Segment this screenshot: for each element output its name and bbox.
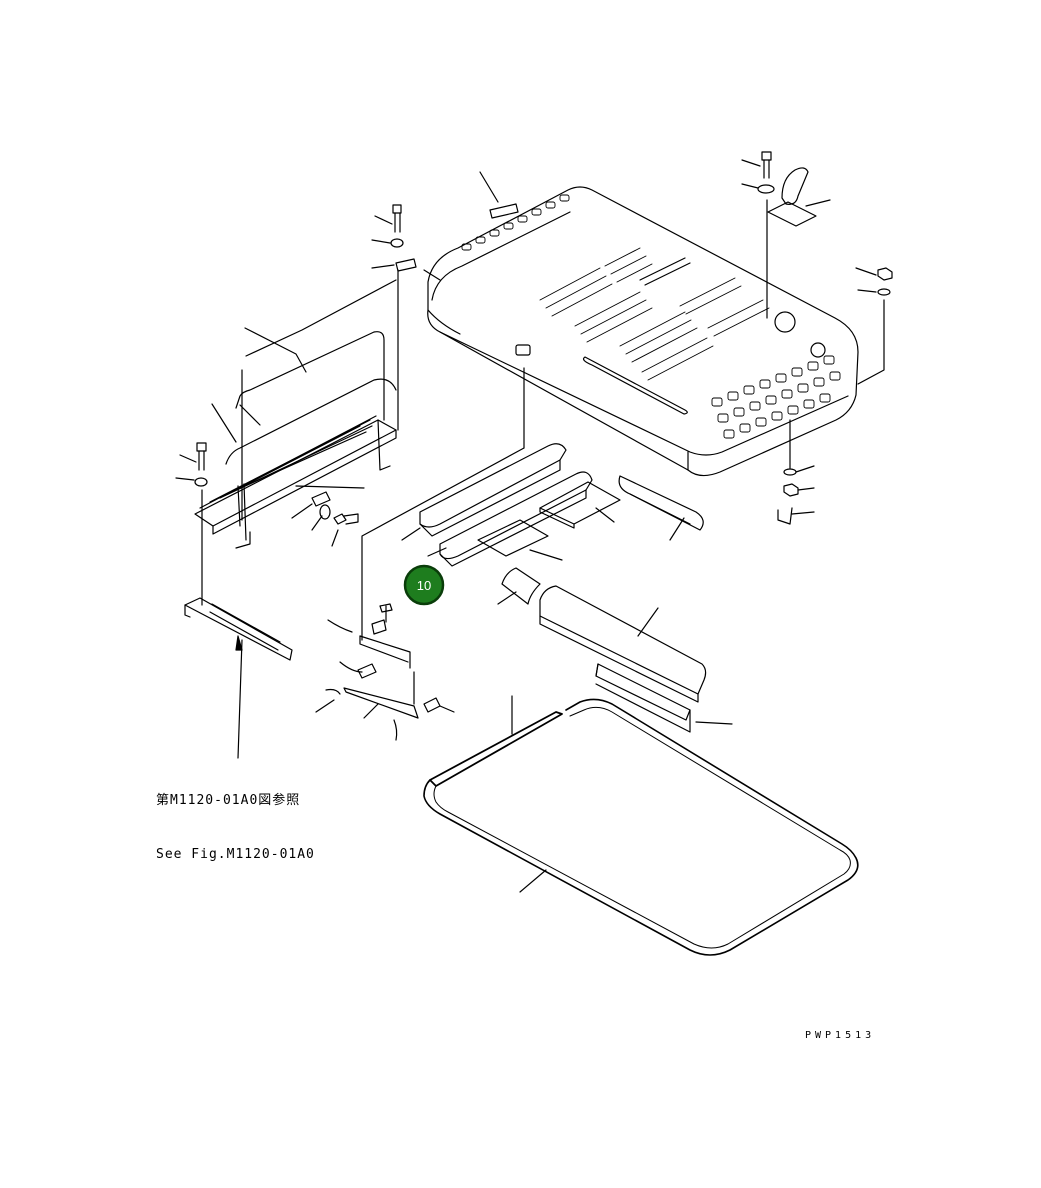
long-pad (497, 567, 733, 733)
reference-line-jp: 第M1120-01A0図参照 (156, 793, 301, 808)
hinge-links (315, 367, 525, 741)
frame-assembly (194, 269, 441, 549)
hinge-plate-top (479, 171, 519, 219)
bolt-set-frame (175, 442, 359, 606)
front-grille (711, 355, 841, 439)
vent-grille-left (539, 247, 770, 381)
bolt-set-left (371, 204, 417, 272)
pad-set (401, 443, 704, 567)
nut-washer-lower (777, 419, 815, 525)
roof-cover (427, 186, 859, 477)
reference-line-en: See Fig.M1120-01A0 (156, 847, 315, 862)
drawing-code: PWP1513 (805, 1030, 876, 1041)
lower-bracket (184, 597, 293, 759)
reference-note: 第M1120-01A0図参照 See Fig.M1120-01A0 (156, 756, 315, 882)
air-pipe (741, 151, 831, 319)
top-perforations (461, 194, 570, 251)
seal-frame (423, 695, 859, 956)
callout-marker[interactable]: 10 (403, 564, 445, 606)
callout-number: 10 (417, 578, 431, 593)
nut-washer-right (855, 267, 893, 385)
